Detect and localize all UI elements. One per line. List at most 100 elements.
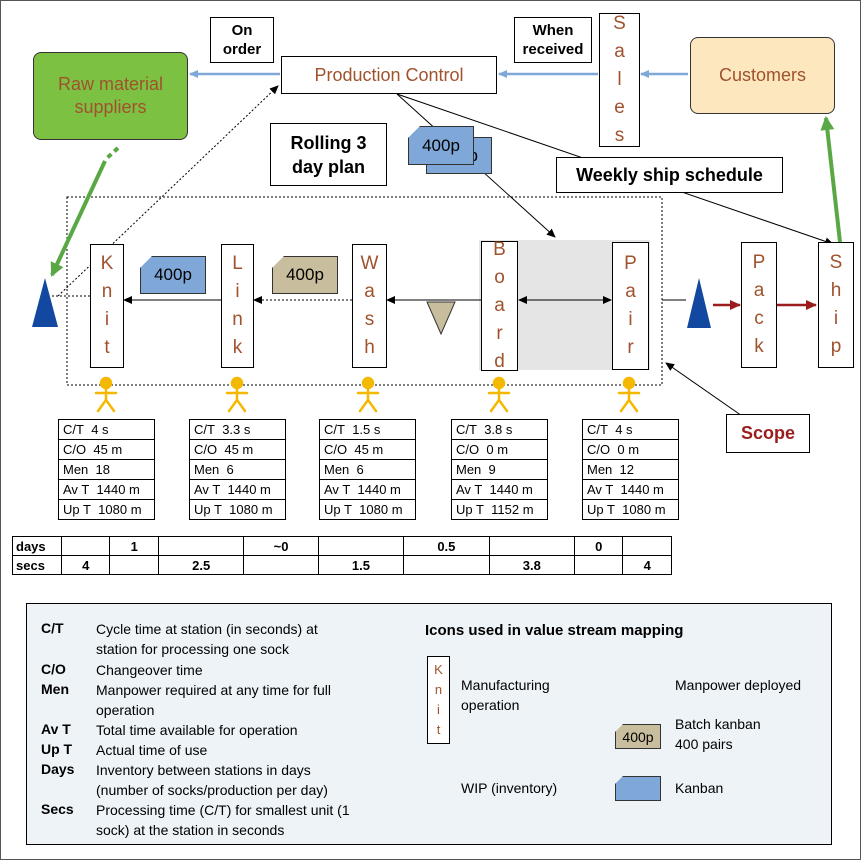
kanban-card-label: 400p (422, 135, 460, 155)
raw-material-suppliers: Raw material suppliers (33, 52, 188, 140)
when-received-label-box: When received (514, 17, 592, 63)
data-row: C/T 1.5 s (319, 419, 416, 440)
station-letter: h (830, 280, 842, 301)
secs-label: secs (12, 555, 62, 575)
station-letter: n (232, 309, 243, 330)
sales-letter: s (614, 125, 625, 146)
station-letter: i (235, 281, 240, 302)
station-ship: S h i p (818, 242, 854, 368)
supplier-dashed-segment (105, 146, 120, 160)
legend-value: Cycle time at station (in seconds) at st… (96, 621, 318, 657)
station-letter: r (496, 323, 503, 344)
scope-text: Scope (740, 423, 796, 443)
station-letter: s (364, 309, 375, 330)
data-row: C/T 4 s (58, 419, 155, 440)
station-letter: i (628, 309, 633, 330)
data-box-pair: C/T 4 s C/O 0 m Men 12 Av T 1440 m Up T … (582, 419, 679, 520)
timeline-cell (109, 555, 159, 575)
person-icon (225, 376, 249, 413)
station-letter: o (494, 267, 505, 288)
data-row: Av T 1440 m (189, 479, 286, 500)
weekly-ship-schedule: Weekly ship schedule (556, 157, 783, 193)
legend-value: Processing time (C/T) for smallest unit … (96, 802, 350, 838)
data-box-wash: C/T 1.5 s C/O 45 m Men 6 Av T 1440 m Up … (319, 419, 416, 520)
legend-key: C/T (41, 620, 64, 636)
timeline-cell (243, 555, 319, 575)
days-label: days (12, 536, 62, 556)
station-letter: r (627, 337, 634, 358)
timeline-cell (573, 555, 624, 575)
timeline-days-row: days 1 ~0 0.5 0 (12, 536, 672, 556)
timeline-cell (488, 536, 576, 556)
person-icon (94, 376, 118, 413)
data-row: Av T 1440 m (451, 479, 548, 500)
data-row: C/O 45 m (58, 439, 155, 460)
knit-to-control-dotted (57, 85, 279, 297)
legend-manufacturing-text: Manufacturing operation (461, 677, 550, 713)
station-knit: K n i t (90, 244, 124, 368)
legend-key: Av T (41, 721, 71, 737)
station-wash: W a s h (352, 244, 387, 368)
timeline-cell: 3.8 (488, 555, 576, 575)
when-received-text: When received (522, 22, 584, 58)
station-link: L i n k (221, 244, 254, 368)
legend-panel: C/T Cycle time at station (in seconds) a… (26, 603, 832, 845)
data-row: Up T 1152 m (451, 499, 548, 520)
station-letter: S (829, 252, 843, 273)
legend-letter: t (436, 722, 441, 737)
legend-kanban-text: Kanban (675, 780, 724, 796)
station-letter: n (101, 281, 113, 302)
timeline-cell (60, 536, 111, 556)
data-row: Av T 1440 m (319, 479, 416, 500)
on-order-label-box: On order (210, 17, 274, 63)
data-box-board: C/T 3.8 s C/O 0 m Men 9 Av T 1440 m Up T… (451, 419, 548, 520)
scope-box: Scope (726, 414, 810, 453)
timeline-cell: 4 (622, 555, 672, 575)
data-row: Av T 1440 m (582, 479, 679, 500)
kanban-card-label: 400p (154, 265, 192, 284)
station-letter: k (754, 336, 764, 357)
timeline-cell: 1 (109, 536, 159, 556)
legend-value: Changeover time (96, 662, 203, 678)
data-row: Men 12 (582, 459, 679, 480)
customers-label: Customers (718, 65, 807, 85)
legend-value: Inventory between stations in days (numb… (96, 762, 328, 798)
station-letter: i (833, 308, 839, 329)
timeline-table: days 1 ~0 0.5 0 secs 4 2.5 1.5 3.8 4 (12, 536, 672, 575)
station-letter: i (104, 309, 110, 330)
timeline-cell: ~0 (243, 536, 319, 556)
legend-value: Total time available for operation (96, 722, 298, 738)
station-letter: k (232, 337, 243, 358)
data-row: Men 9 (451, 459, 548, 480)
data-row: Men 6 (319, 459, 416, 480)
legend-batch-kanban-label: 400p (622, 728, 654, 745)
ship-to-customers-arrow (820, 116, 842, 243)
timeline-secs-row: secs 4 2.5 1.5 3.8 4 (12, 555, 672, 575)
person-icon (487, 376, 511, 413)
data-row: Men 6 (189, 459, 286, 480)
wip-triangle-icon (687, 278, 711, 328)
production-control: Production Control (281, 56, 497, 94)
data-row: C/O 45 m (189, 439, 286, 460)
station-board: B o a r d (481, 239, 518, 372)
legend-key: C/O (41, 661, 66, 677)
legend-key: Men (41, 681, 69, 697)
legend-wip-text: WIP (inventory) (461, 780, 558, 796)
rolling-plan-box: Rolling 3 day plan (270, 123, 387, 186)
station-letter: a (625, 281, 636, 302)
sales-letter: e (614, 97, 625, 118)
station-letter: c (754, 308, 764, 329)
station-letter: t (104, 337, 110, 358)
timeline-cell (622, 536, 672, 556)
timeline-cell: 1.5 (317, 555, 405, 575)
timeline-cell: 0 (573, 536, 624, 556)
data-box-knit: C/T 4 s C/O 45 m Men 18 Av T 1440 m Up T… (58, 419, 155, 520)
station-letter: P (624, 253, 637, 274)
legend-value: Manpower required at any time for full o… (96, 682, 331, 718)
supplier-to-wip-arrow (50, 160, 107, 277)
sales-letter: l (617, 69, 622, 90)
data-row: C/O 0 m (451, 439, 548, 460)
data-row: Up T 1080 m (582, 499, 679, 520)
legend-letter: n (434, 682, 443, 697)
timeline-cell: 4 (60, 555, 111, 575)
